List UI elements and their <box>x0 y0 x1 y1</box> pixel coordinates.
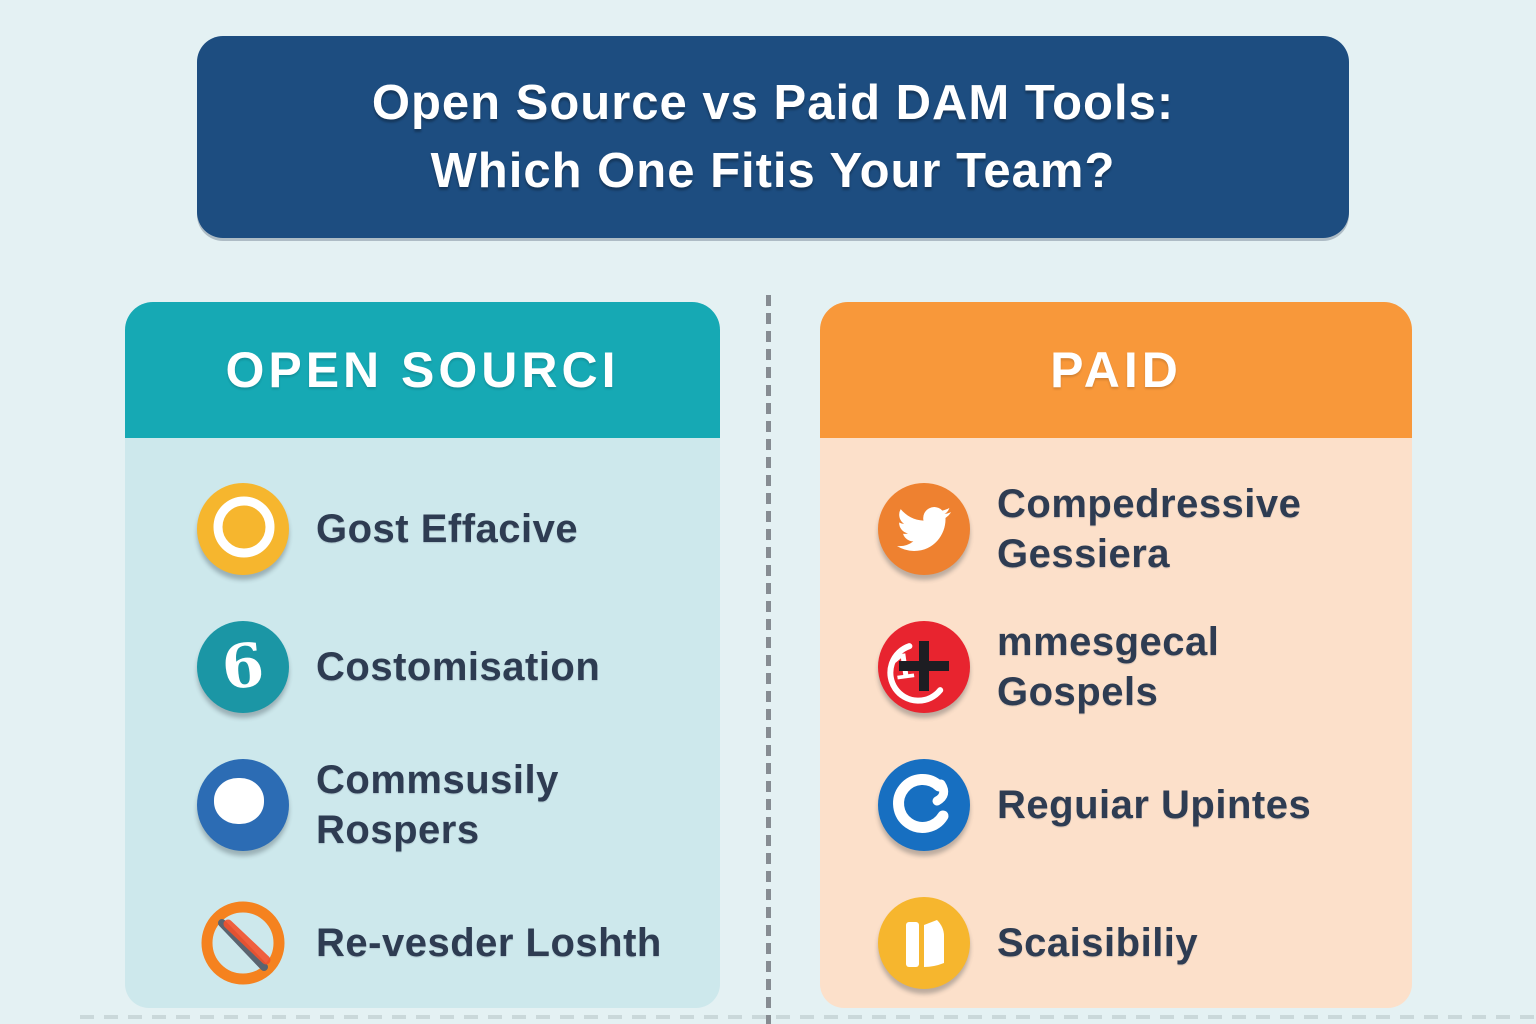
open-source-column: OPEN SOURCI Gost Effacive 6 Costomisatio… <box>125 302 720 1008</box>
feature-label: Compedressive Gessiera <box>997 482 1302 576</box>
feature-label: Reguiar Upintes <box>997 783 1312 827</box>
number-6-icon: 6 <box>197 621 289 713</box>
feature-label: Gost Effacive <box>316 507 579 551</box>
list-item: 6 Costomisation <box>125 598 720 736</box>
refresh-icon <box>878 759 970 851</box>
prohibition-icon <box>197 897 289 989</box>
dot-icon <box>197 759 289 851</box>
icon-glyph: 6 <box>218 630 268 704</box>
list-item: Re-vesder Loshth <box>125 874 720 1012</box>
bottom-dashed-line <box>80 1015 1536 1019</box>
paid-body: Compedressive Gessiera 1 mmesgecal Gospe… <box>820 438 1412 1008</box>
list-item: Commsusily Rospers <box>125 736 720 874</box>
paid-column: PAID Compedressive Gessiera 1 <box>820 302 1412 1008</box>
title-line-1: Open Source vs Paid DAM Tools: <box>371 76 1175 130</box>
paid-header: PAID <box>820 302 1412 438</box>
open-source-header: OPEN SOURCI <box>125 302 720 438</box>
feature-label: Scaisibiliy <box>997 921 1199 965</box>
feature-label: mmesgecal Gospels <box>997 620 1220 714</box>
list-item: 1 mmesgecal Gospels <box>820 598 1412 736</box>
paid-title: PAID <box>1050 342 1182 398</box>
feature-label: Costomisation <box>316 645 601 689</box>
column-divider <box>766 295 771 1024</box>
feature-label: Commsusily Rospers <box>316 758 559 852</box>
feature-label: Re-vesder Loshth <box>316 921 662 965</box>
title-line-2: Which One Fitis Your Team? <box>430 144 1116 198</box>
list-item: Compedressive Gessiera <box>820 460 1412 598</box>
book-icon <box>878 897 970 989</box>
title-banner: Open Source vs Paid DAM Tools: Which One… <box>197 36 1349 238</box>
list-item: Scaisibiliy <box>820 874 1412 1012</box>
plus-one-icon: 1 <box>878 621 970 713</box>
list-item: Reguiar Upintes <box>820 736 1412 874</box>
twitter-bird-icon <box>878 483 970 575</box>
list-item: Gost Effacive <box>125 460 720 598</box>
circle-outline-icon <box>197 483 289 575</box>
open-source-body: Gost Effacive 6 Costomisation Commsusily… <box>125 438 720 1008</box>
open-source-title: OPEN SOURCI <box>225 342 620 398</box>
